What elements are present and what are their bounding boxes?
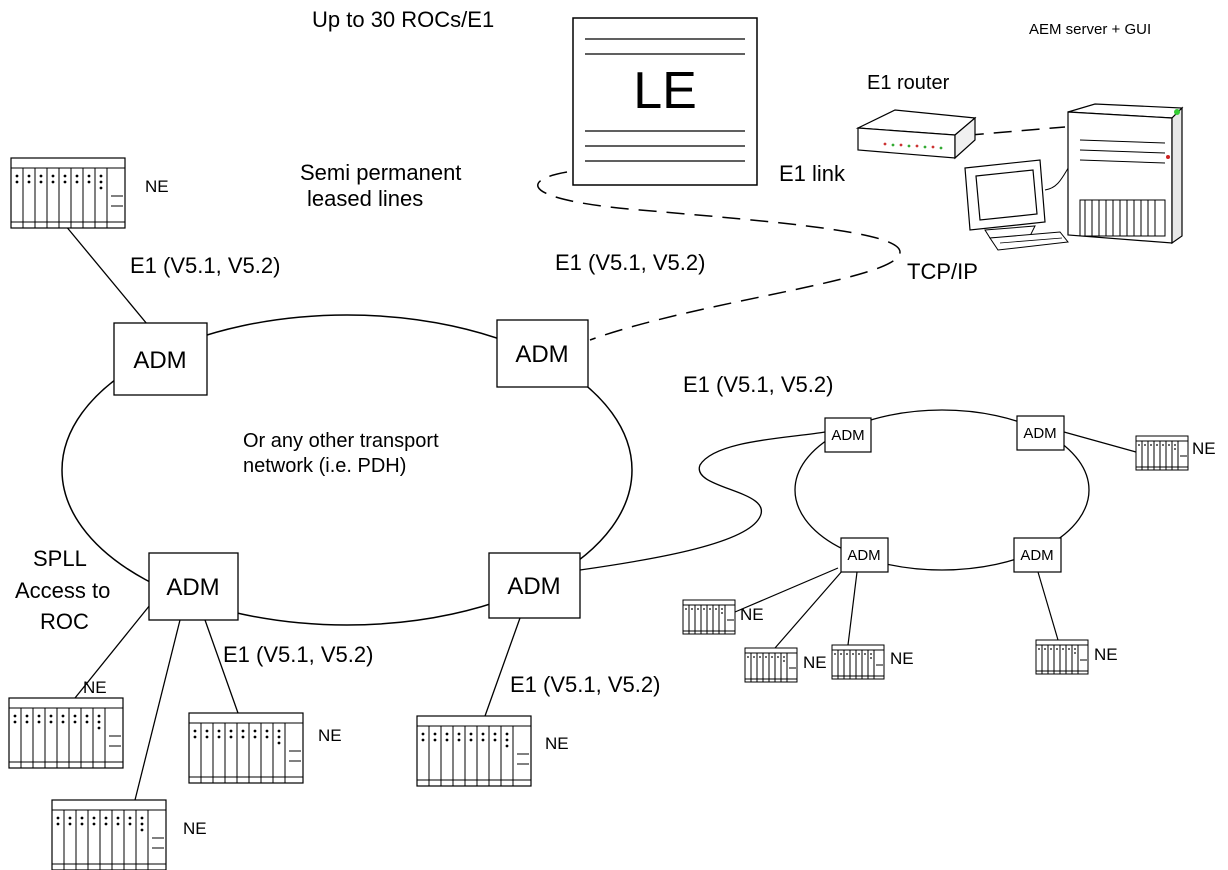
adm-node-ring2-tl: ADM xyxy=(824,417,872,453)
adm-node-right-bottom: ADM xyxy=(488,552,581,619)
link-adm-ne-bottom xyxy=(484,617,521,717)
link-rings-interconnect xyxy=(579,431,826,571)
svg-text:NE: NE xyxy=(183,819,207,838)
svg-text:ADM: ADM xyxy=(515,341,568,368)
server-monitor-cable xyxy=(1044,164,1071,191)
link-adm-ne-right xyxy=(1063,431,1137,453)
link-spll-ne-1 xyxy=(74,604,151,699)
server-label: AEM server + GUI xyxy=(1029,21,1151,38)
svg-text:ADM: ADM xyxy=(1020,547,1053,564)
spll-line3: ROC xyxy=(40,609,89,634)
link-ne-b xyxy=(774,569,844,649)
router-label: E1 router xyxy=(867,72,950,94)
e1-label-top-left: E1 (V5.1, V5.2) xyxy=(130,253,280,278)
le-exchange: LE xyxy=(572,17,758,186)
ne-rack-ring2-right: NE xyxy=(1135,435,1216,471)
ne-rack-top-left: NE xyxy=(10,157,169,229)
svg-text:NE: NE xyxy=(1192,439,1216,458)
svg-text:NE: NE xyxy=(890,649,914,668)
e1-label-bottom-left: E1 (V5.1, V5.2) xyxy=(223,642,373,667)
ne-rack-bottom-left-2: NE xyxy=(51,799,207,870)
transport-line2: network (i.e. PDH) xyxy=(243,455,406,477)
ne-rack-bottom-center: NE xyxy=(416,715,569,787)
e1-label-right: E1 (V5.1, V5.2) xyxy=(683,372,833,397)
le-label: LE xyxy=(633,62,697,120)
ne-rack-ring2-c: NE xyxy=(831,644,914,680)
svg-text:NE: NE xyxy=(740,605,764,624)
spll-line2: Access to xyxy=(15,578,110,603)
router-icon xyxy=(855,109,977,160)
svg-text:ADM: ADM xyxy=(831,427,864,444)
link-ne-top-left xyxy=(64,224,153,331)
e1-link-label: E1 link xyxy=(779,161,846,186)
svg-text:ADM: ADM xyxy=(1023,425,1056,442)
link-spll-ne-3 xyxy=(204,619,239,714)
tcpip-label: TCP/IP xyxy=(907,259,978,284)
e1-label-bottom-center: E1 (V5.1, V5.2) xyxy=(510,672,660,697)
svg-text:NE: NE xyxy=(145,177,169,196)
svg-text:ADM: ADM xyxy=(507,573,560,600)
svg-text:ADM: ADM xyxy=(847,547,880,564)
link-ne-c xyxy=(847,571,858,646)
svg-text:NE: NE xyxy=(803,653,827,672)
svg-text:ADM: ADM xyxy=(166,574,219,601)
svg-text:NE: NE xyxy=(545,734,569,753)
secondary-ring xyxy=(794,409,1090,571)
main-ring xyxy=(61,314,633,626)
ne-rack-ring2-d: NE xyxy=(1035,639,1118,675)
ne-rack-bottom-mid: NE xyxy=(188,712,342,784)
adm-node-ring2-br: ADM xyxy=(1013,537,1062,573)
link-ne-a xyxy=(734,567,839,613)
adm-node-right-top: ADM xyxy=(496,319,589,388)
adm-node-left-bottom: ADM xyxy=(148,552,239,621)
ne-rack-bottom-left-1: NE xyxy=(8,678,124,769)
svg-text:NE: NE xyxy=(1094,645,1118,664)
ne-rack-ring2-b: NE xyxy=(744,647,827,683)
svg-text:ADM: ADM xyxy=(133,347,186,374)
adm-node-left-top: ADM xyxy=(113,322,208,396)
top-label: Up to 30 ROCs/E1 xyxy=(312,7,494,32)
e1-label-top-center: E1 (V5.1, V5.2) xyxy=(555,250,705,275)
adm-node-ring2-bl: ADM xyxy=(840,537,889,573)
workstation-icon xyxy=(964,159,1069,251)
adm-node-ring2-tr: ADM xyxy=(1016,415,1065,451)
spll-line1: SPLL xyxy=(33,546,87,571)
e1-link-dashed xyxy=(909,126,1066,141)
link-ne-d xyxy=(1037,571,1059,641)
server-icon xyxy=(1067,103,1184,245)
semi-permanent-line2: leased lines xyxy=(307,186,423,211)
link-spll-ne-2 xyxy=(134,619,181,801)
ne-rack-ring2-a: NE xyxy=(682,599,764,635)
svg-text:NE: NE xyxy=(83,678,107,697)
semi-permanent-line1: Semi permanent xyxy=(300,160,461,185)
svg-text:NE: NE xyxy=(318,726,342,745)
transport-line1: Or any other transport xyxy=(243,430,439,452)
